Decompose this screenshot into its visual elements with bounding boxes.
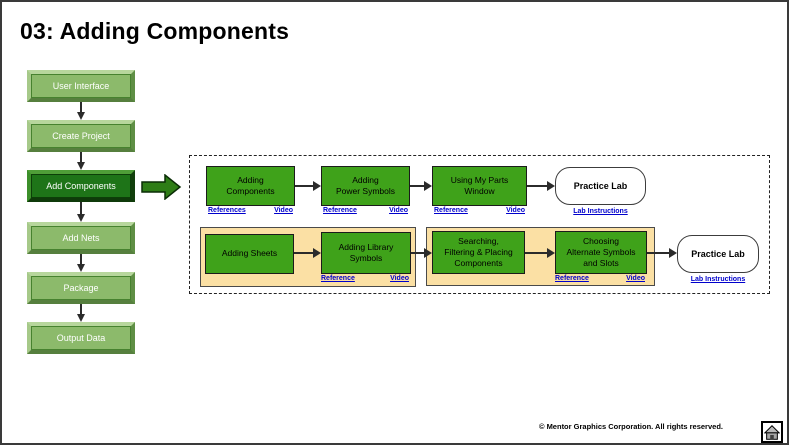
sidebar-item-user-interface[interactable]: User Interface xyxy=(27,70,135,102)
link-row: Reference Video xyxy=(432,207,527,218)
topic-box-label: Choosing Alternate Symbols and Slots xyxy=(566,235,636,269)
link-row: Reference Video xyxy=(319,275,411,286)
sidebar-item-label: Create Project xyxy=(52,131,110,141)
topic-box-label: Using My Parts Window xyxy=(450,174,509,196)
topic-box-label: Searching, Filtering & Placing Component… xyxy=(444,235,513,269)
arrow-down-icon xyxy=(77,102,85,120)
arrow-right-icon xyxy=(410,181,432,191)
reference-link[interactable]: Reference xyxy=(323,207,357,214)
arrow-down-icon xyxy=(77,202,85,222)
video-link[interactable]: Video xyxy=(389,207,408,214)
sidebar-item-label: Add Components xyxy=(46,181,116,191)
link-row: Reference Video xyxy=(321,207,410,218)
topic-box-label: Adding Power Symbols xyxy=(335,174,396,196)
references-link[interactable]: References xyxy=(208,207,246,214)
arrow-right-icon xyxy=(295,181,321,191)
sidebar-item-label: Package xyxy=(63,283,99,293)
copyright-text: © Mentor Graphics Corporation. All right… xyxy=(538,422,723,431)
video-link[interactable]: Video xyxy=(390,275,409,282)
arrow-down-icon xyxy=(77,152,85,170)
video-link[interactable]: Video xyxy=(626,275,645,282)
link-row: Reference Video xyxy=(553,275,647,286)
sidebar-item-create-project[interactable]: Create Project xyxy=(27,120,135,152)
practice-lab-label: Practice Lab xyxy=(691,249,745,259)
sidebar-item-output-data[interactable]: Output Data xyxy=(27,322,135,354)
arrow-down-icon xyxy=(77,304,85,322)
topic-box-adding-sheets: Adding Sheets xyxy=(205,234,294,274)
sidebar-item-package[interactable]: Package xyxy=(27,272,135,304)
sidebar-item-add-components[interactable]: Add Components xyxy=(27,170,135,202)
sidebar-item-label: Add Nets xyxy=(62,233,100,243)
arrow-right-icon xyxy=(525,248,555,258)
home-icon xyxy=(764,424,780,440)
topic-box-label: Adding Library Symbols xyxy=(338,241,394,263)
lab-instructions-link[interactable]: Lab Instructions xyxy=(573,208,628,215)
link-row: References Video xyxy=(206,207,295,218)
video-link[interactable]: Video xyxy=(274,207,293,214)
lab-instructions-link[interactable]: Lab Instructions xyxy=(690,276,746,283)
video-link[interactable]: Video xyxy=(506,207,525,214)
practice-lab-bottom: Practice Lab xyxy=(677,235,759,273)
reference-link[interactable]: Reference xyxy=(555,275,589,282)
topic-box-using-my-parts-window: Using My Parts Window xyxy=(432,166,527,206)
arrow-right-icon xyxy=(527,181,555,191)
topic-box-choosing-alternate-symbols: Choosing Alternate Symbols and Slots xyxy=(555,231,647,274)
topic-box-adding-power-symbols: Adding Power Symbols xyxy=(321,166,410,206)
topic-box-label: Adding Sheets xyxy=(221,248,278,259)
sidebar-item-label: Output Data xyxy=(56,333,106,343)
arrow-down-icon xyxy=(77,254,85,272)
topic-box-searching-filtering-placing: Searching, Filtering & Placing Component… xyxy=(432,231,525,274)
topic-box-label: Adding Components xyxy=(226,174,275,196)
topic-box-adding-library-symbols: Adding Library Symbols xyxy=(321,232,411,274)
arrow-right-icon xyxy=(411,248,432,258)
expand-arrow-icon xyxy=(141,174,182,200)
arrow-right-icon xyxy=(294,248,321,258)
sidebar-item-add-nets[interactable]: Add Nets xyxy=(27,222,135,254)
link-row: Lab Instructions xyxy=(555,208,646,219)
practice-lab-top: Practice Lab xyxy=(555,167,646,205)
detail-panel-border xyxy=(189,155,770,294)
reference-link[interactable]: Reference xyxy=(434,207,468,214)
reference-link[interactable]: Reference xyxy=(321,275,355,282)
arrow-right-icon xyxy=(647,248,677,258)
topic-box-adding-components: Adding Components xyxy=(206,166,295,206)
sidebar-item-label: User Interface xyxy=(52,81,110,91)
link-row: Lab Instructions xyxy=(677,276,759,287)
practice-lab-label: Practice Lab xyxy=(573,181,628,191)
page-title: 03: Adding Components xyxy=(20,18,290,44)
home-button[interactable] xyxy=(761,421,783,443)
